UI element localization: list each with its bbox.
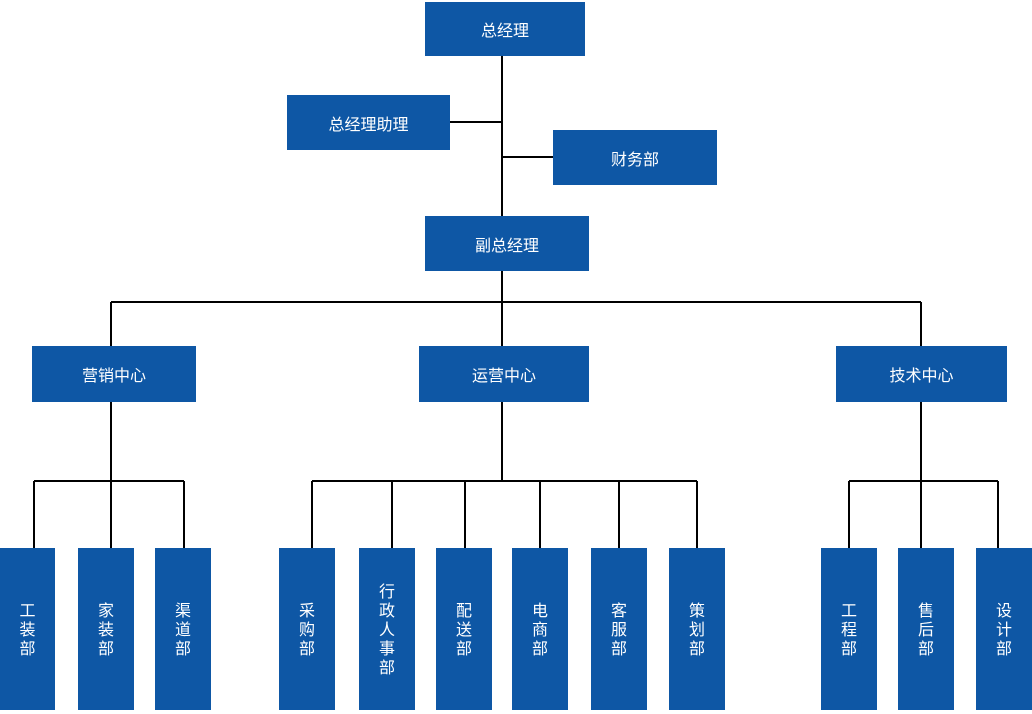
department-label: 行政人事部 — [378, 581, 395, 677]
deputy-gm-label: 副总经理 — [474, 235, 539, 255]
department-label: 采购部 — [298, 600, 315, 658]
department-box-qudao: 渠道部 — [155, 548, 211, 710]
center-label: 运营中心 — [471, 366, 536, 385]
department-box-xingzheng-renshi: 行政人事部 — [359, 548, 415, 710]
department-label: 策划部 — [688, 600, 705, 658]
department-label: 客服部 — [610, 600, 627, 658]
department-label: 电商部 — [531, 600, 548, 658]
department-box-shouhou: 售后部 — [898, 548, 954, 710]
department-label: 家装部 — [97, 600, 114, 658]
center-label: 技术中心 — [889, 366, 954, 385]
department-box-sheji: 设计部 — [976, 548, 1032, 710]
department-label: 工程部 — [840, 600, 857, 658]
department-box-gongzhuang: 工装部 — [0, 548, 55, 710]
department-box-caigou: 采购部 — [279, 548, 335, 710]
department-box-peisong: 配送部 — [436, 548, 492, 710]
department-label: 售后部 — [917, 600, 934, 658]
department-box-dianshang: 电商部 — [512, 548, 568, 710]
department-box-kefu: 客服部 — [591, 548, 647, 710]
department-box-cehua: 策划部 — [669, 548, 725, 710]
general-manager-label: 总经理 — [480, 21, 529, 40]
gm-assistant-box: 总经理助理 — [287, 95, 450, 150]
department-box-jiazhuang: 家装部 — [78, 548, 134, 710]
center-box-marketing: 营销中心 — [32, 346, 196, 402]
deputy-gm-box: 副总经理 — [425, 216, 589, 271]
department-label: 配送部 — [455, 600, 472, 658]
department-label: 渠道部 — [174, 600, 191, 658]
center-box-technology: 技术中心 — [836, 346, 1007, 402]
finance-box: 财务部 — [553, 130, 717, 185]
department-label: 设计部 — [995, 600, 1012, 658]
center-box-operations: 运营中心 — [419, 346, 589, 402]
department-box-gongcheng: 工程部 — [821, 548, 877, 710]
department-label: 工装部 — [19, 600, 36, 658]
finance-label: 财务部 — [610, 149, 659, 169]
gm-assistant-label: 总经理助理 — [328, 114, 409, 134]
general-manager-box: 总经理 — [425, 2, 585, 56]
center-label: 营销中心 — [81, 366, 146, 385]
